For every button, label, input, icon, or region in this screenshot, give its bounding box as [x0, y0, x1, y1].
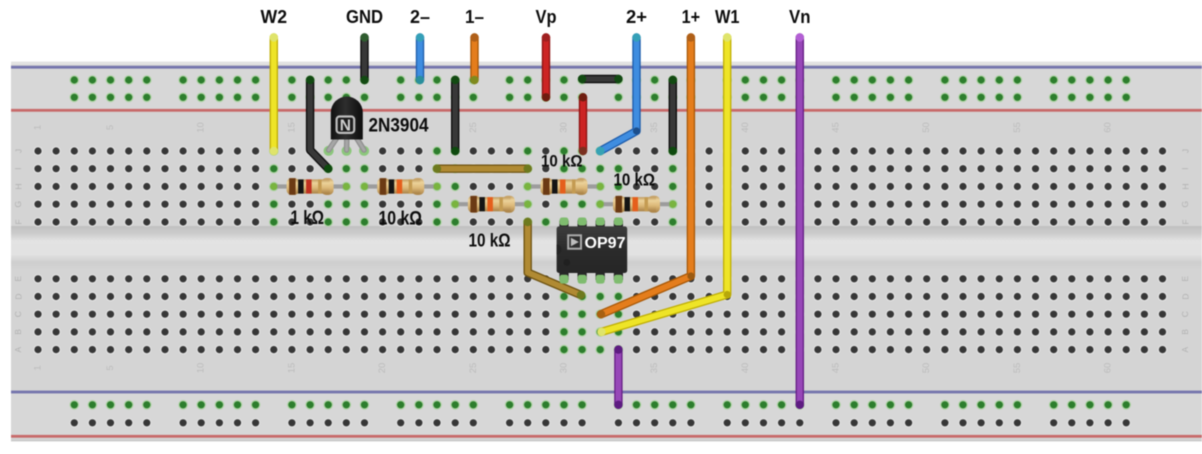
svg-text:15: 15 — [286, 122, 297, 133]
svg-text:B: B — [13, 329, 23, 335]
svg-text:G: G — [1180, 201, 1190, 208]
svg-text:5: 5 — [105, 125, 116, 130]
svg-text:1: 1 — [33, 365, 44, 370]
svg-text:30: 30 — [559, 363, 570, 374]
svg-text:B: B — [1180, 329, 1190, 335]
svg-text:60: 60 — [1103, 363, 1114, 374]
svg-text:20: 20 — [377, 363, 388, 374]
svg-text:G: G — [13, 201, 23, 208]
svg-text:H: H — [1180, 183, 1190, 189]
svg-text:1 kΩ: 1 kΩ — [291, 208, 325, 229]
svg-text:35: 35 — [649, 122, 660, 133]
svg-text:I: I — [13, 168, 23, 170]
svg-text:1–: 1– — [465, 7, 484, 27]
svg-text:60: 60 — [1103, 122, 1114, 133]
svg-text:50: 50 — [921, 122, 932, 133]
svg-text:I: I — [1180, 168, 1190, 170]
svg-text:10 kΩ: 10 kΩ — [614, 169, 656, 189]
svg-text:E: E — [13, 276, 23, 282]
svg-text:D: D — [13, 293, 23, 299]
svg-text:E: E — [1180, 276, 1190, 282]
svg-text:A: A — [13, 346, 23, 352]
svg-text:25: 25 — [468, 122, 479, 133]
svg-text:10 kΩ: 10 kΩ — [541, 151, 583, 170]
svg-text:1: 1 — [33, 125, 44, 130]
svg-text:15: 15 — [286, 363, 297, 374]
svg-text:25: 25 — [468, 363, 479, 374]
svg-text:W1: W1 — [715, 7, 740, 27]
svg-text:C: C — [1180, 311, 1190, 317]
svg-text:2N3904: 2N3904 — [369, 116, 429, 137]
svg-text:10 kΩ: 10 kΩ — [379, 209, 423, 230]
svg-text:10 kΩ: 10 kΩ — [469, 231, 511, 251]
svg-text:F: F — [13, 219, 23, 224]
svg-text:J: J — [13, 149, 23, 153]
svg-text:10: 10 — [196, 122, 207, 133]
svg-text:GND: GND — [346, 7, 383, 27]
svg-text:Vn: Vn — [789, 7, 811, 27]
svg-text:10: 10 — [196, 363, 207, 374]
svg-text:50: 50 — [921, 363, 932, 374]
svg-text:5: 5 — [105, 365, 116, 370]
svg-text:40: 40 — [740, 122, 751, 133]
svg-text:A: A — [1180, 346, 1190, 352]
svg-text:OP97: OP97 — [585, 235, 626, 252]
svg-text:55: 55 — [1012, 122, 1023, 133]
svg-text:D: D — [1180, 293, 1190, 299]
svg-text:45: 45 — [831, 363, 842, 374]
svg-text:1+: 1+ — [682, 7, 701, 27]
svg-text:Vp: Vp — [536, 7, 557, 27]
svg-text:2–: 2– — [410, 7, 430, 27]
svg-text:45: 45 — [831, 122, 842, 133]
svg-text:2+: 2+ — [626, 7, 647, 27]
svg-text:40: 40 — [740, 363, 751, 374]
svg-text:20: 20 — [377, 122, 388, 133]
svg-text:J: J — [1180, 149, 1190, 153]
svg-text:W2: W2 — [261, 7, 288, 27]
svg-text:C: C — [13, 311, 23, 317]
svg-text:35: 35 — [649, 363, 660, 374]
svg-text:H: H — [13, 183, 23, 189]
svg-text:55: 55 — [1012, 363, 1023, 374]
svg-text:30: 30 — [559, 122, 570, 133]
svg-text:F: F — [1180, 219, 1190, 224]
svg-text:N: N — [340, 118, 351, 135]
